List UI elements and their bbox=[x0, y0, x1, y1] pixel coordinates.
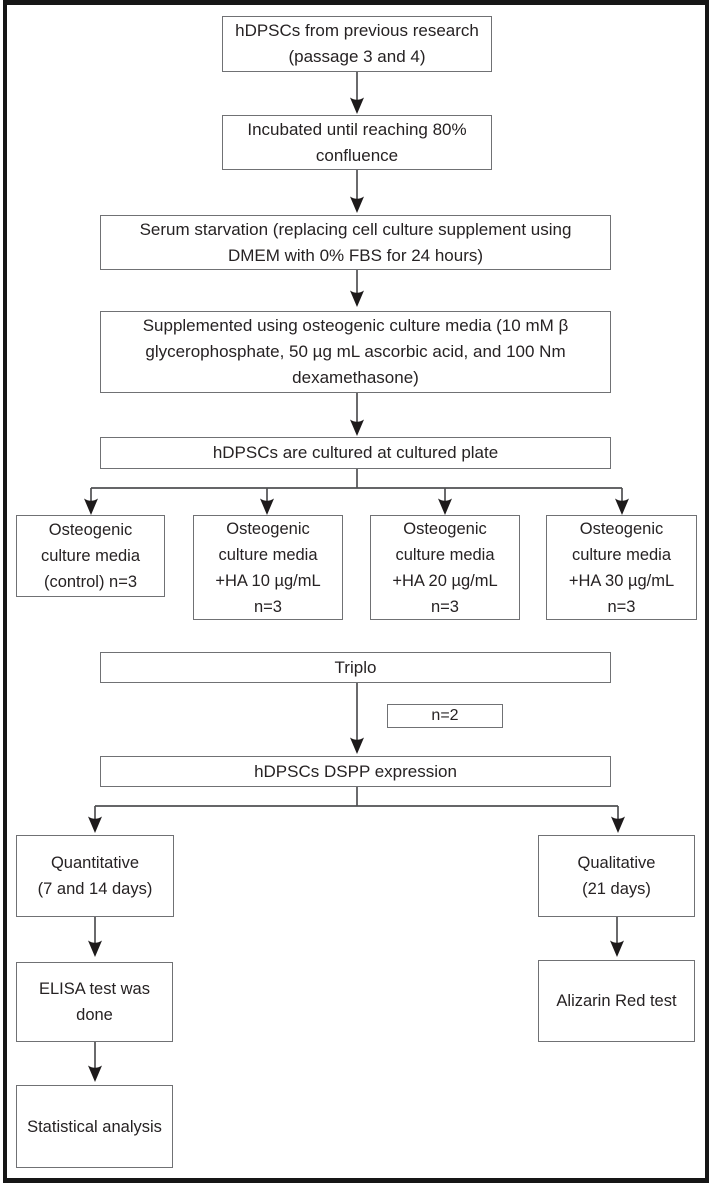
node-n2-label: n=2 bbox=[387, 704, 503, 728]
node-triplo: Triplo bbox=[100, 652, 611, 683]
node-serum-starvation: Serum starvation (replacing cell culture… bbox=[100, 215, 611, 270]
node-quantitative: Quantitative(7 and 14 days) bbox=[16, 835, 174, 917]
node-statistical-analysis: Statistical analysis bbox=[16, 1085, 173, 1168]
node-dspp-expression: hDPSCs DSPP expression bbox=[100, 756, 611, 787]
node-qualitative: Qualitative(21 days) bbox=[538, 835, 695, 917]
node-supplemented-media: Supplemented using osteogenic culture me… bbox=[100, 311, 611, 393]
node-cultured-plate: hDPSCs are cultured at cultured plate bbox=[100, 437, 611, 469]
node-incubated: Incubated until reaching 80%confluence bbox=[222, 115, 492, 170]
node-alizarin-red-test: Alizarin Red test bbox=[538, 960, 695, 1042]
node-source-hdpscs: hDPSCs from previous research(passage 3 … bbox=[222, 16, 492, 72]
